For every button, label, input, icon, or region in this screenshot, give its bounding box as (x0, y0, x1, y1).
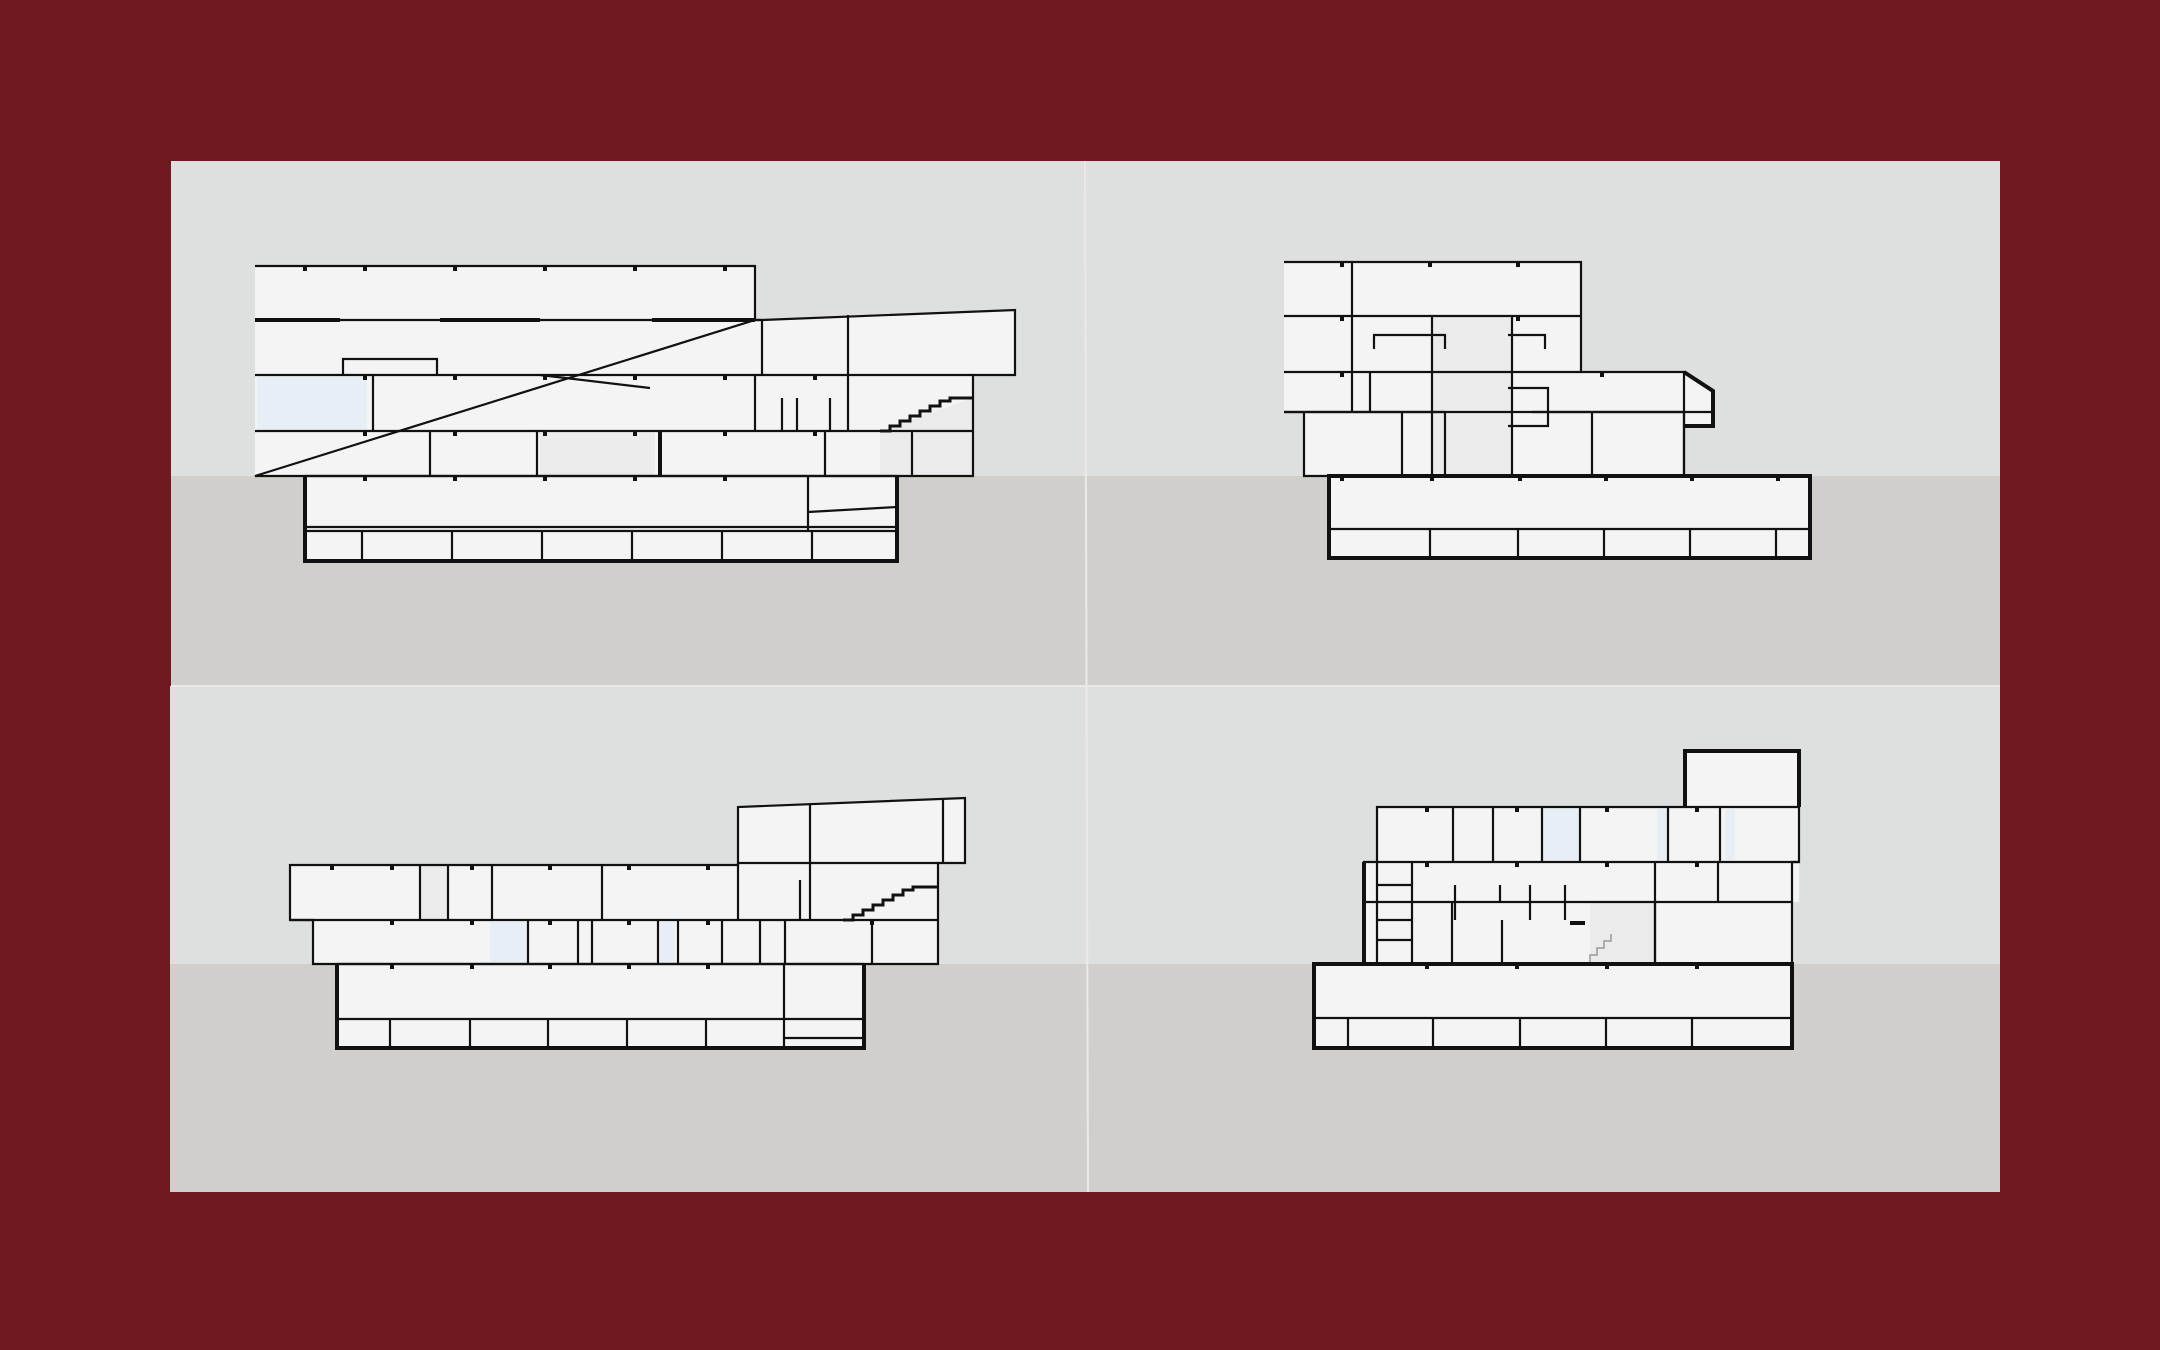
section-4-walls (1312, 749, 1801, 1050)
section-3-walls (288, 796, 967, 1050)
building-section-3 (288, 796, 967, 1050)
section-1-column-marks (303, 265, 817, 481)
section-4-stair (1589, 934, 1612, 962)
section-3-column-marks (330, 864, 874, 969)
section-2-walls (1284, 260, 1812, 560)
building-section-4 (1312, 749, 1801, 1050)
section-3-rooms (290, 798, 965, 1048)
section-1-walls (254, 264, 1017, 563)
section-1-stair (880, 396, 973, 433)
section-4-column-marks (1425, 806, 1699, 969)
building-section-1 (254, 264, 1017, 563)
building-section-2 (1284, 260, 1812, 560)
section-3-stair (843, 885, 938, 922)
panel-dividers (171, 160, 2000, 1193)
section-2-column-marks (1340, 261, 1780, 481)
section-4-rooms (1314, 751, 1799, 1048)
